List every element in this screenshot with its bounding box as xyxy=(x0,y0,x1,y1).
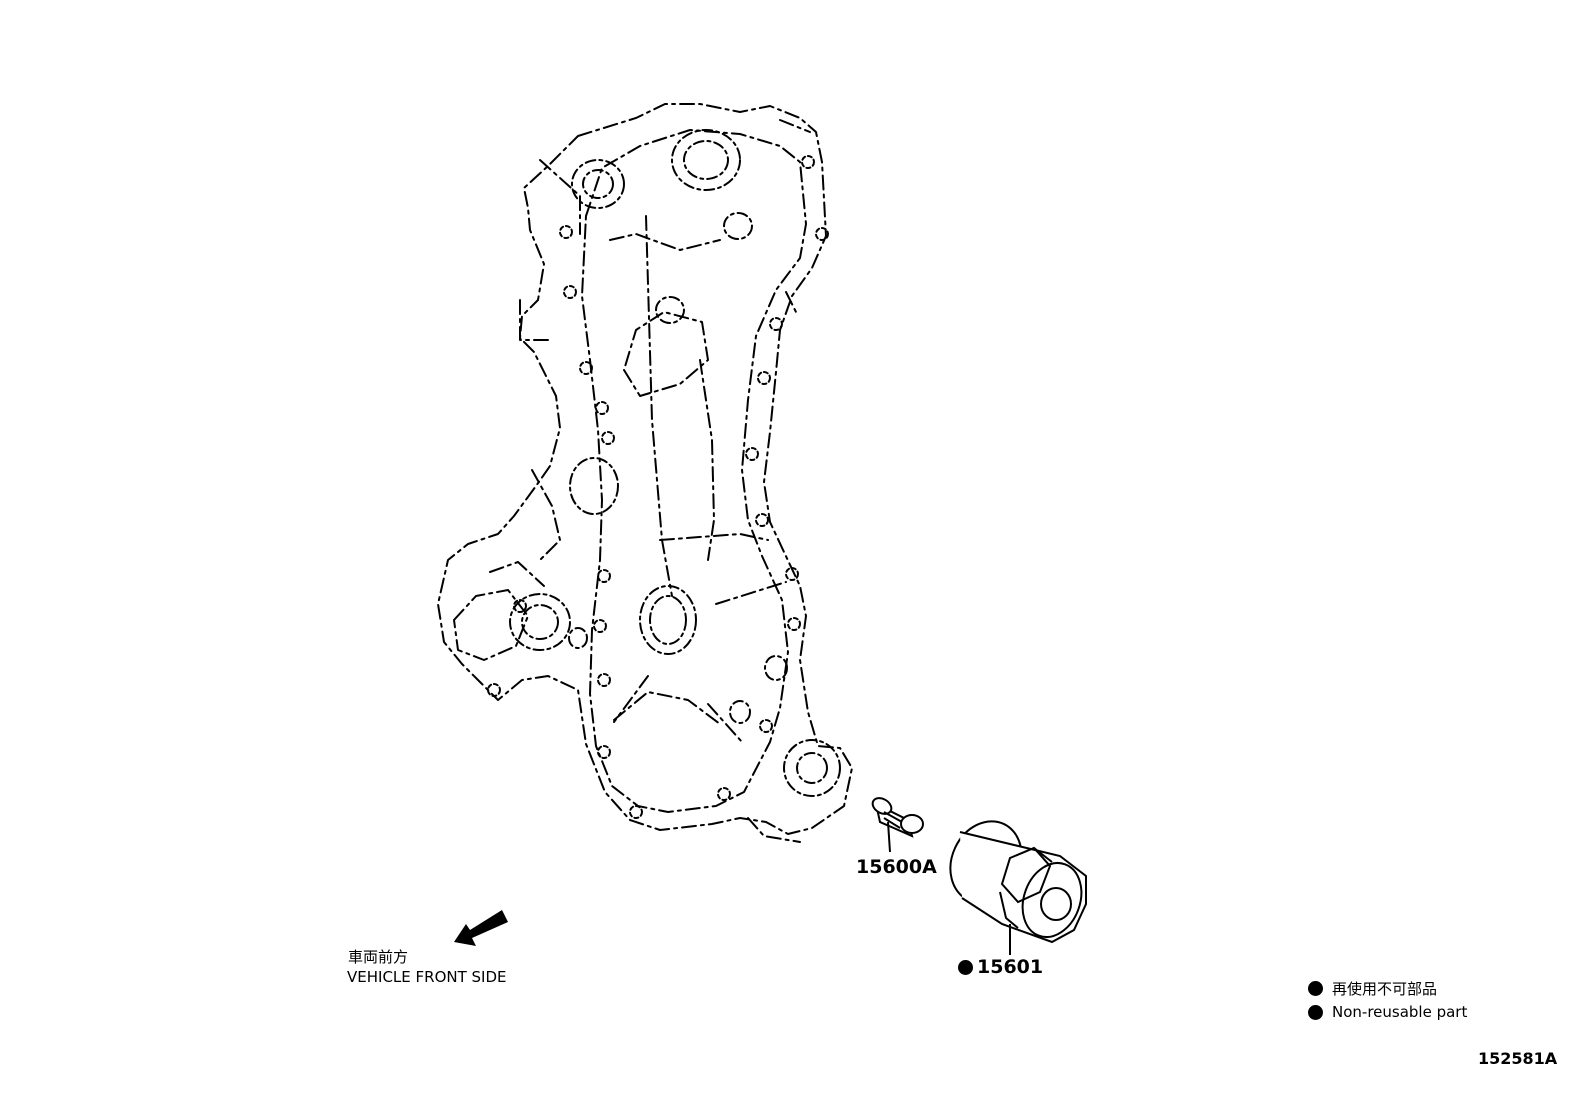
vehicle-front-label-jp: 車両前方 xyxy=(348,948,409,966)
non-reusable-marker-icon xyxy=(958,959,973,975)
non-reusable-dot-icon xyxy=(1308,1004,1323,1020)
non-reusable-dot-icon xyxy=(1308,981,1323,996)
figure-id: 152581A xyxy=(1478,1049,1558,1068)
cover-bores xyxy=(509,129,841,797)
legend-non-reusable-en: Non-reusable part xyxy=(1308,1003,1467,1021)
legend-non-reusable-jp: 再使用不可部品 xyxy=(1308,978,1437,999)
bolt-holes xyxy=(487,155,829,819)
legend-en-text: Non-reusable part xyxy=(1332,1003,1468,1021)
union-part-label: 15600A xyxy=(856,856,937,878)
front-direction-arrow-icon xyxy=(454,910,508,946)
legend-jp-text: 再使用不可部品 xyxy=(1332,980,1438,998)
timing-chain-cover xyxy=(437,103,853,843)
filter-part-number: 15601 xyxy=(977,956,1044,978)
oil-filter xyxy=(949,820,1087,955)
union-fitting xyxy=(871,797,924,853)
vehicle-front-label-en: VEHICLE FRONT SIDE xyxy=(347,968,507,986)
filter-part-label: 15601 xyxy=(958,956,1043,978)
